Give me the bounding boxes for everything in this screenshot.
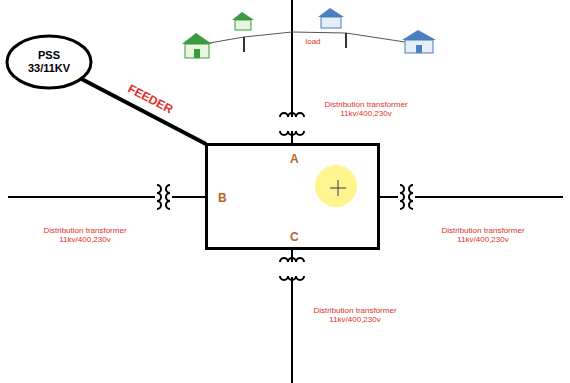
house	[318, 8, 344, 28]
lateral-line	[291, 131, 293, 143]
lateral-line	[291, 277, 293, 383]
distribution-ring: A B C	[205, 143, 380, 250]
lateral-line	[172, 196, 205, 198]
substation-ellipse: PSS 33/11KV	[5, 34, 93, 90]
substation-name: PSS 33/11KV	[25, 49, 73, 75]
transformer-label: Distribution transformer 11kv/400,230v	[316, 100, 416, 118]
section-letter: C	[290, 230, 299, 244]
lateral-line	[291, 0, 293, 117]
lateral-line	[415, 196, 563, 198]
section-letter: A	[290, 152, 299, 166]
feeder-label: FEEDER	[125, 81, 175, 116]
transformer-coil	[400, 185, 404, 209]
transformer-coil	[157, 185, 161, 209]
lv-line	[192, 32, 418, 46]
transformer-label: Distribution transformer 11kv/400,230v	[30, 226, 140, 244]
transformer-coil	[409, 185, 413, 209]
pole	[345, 33, 347, 48]
load-label: load	[298, 37, 328, 46]
transformer-coil	[280, 276, 304, 280]
transformer-label: Distribution transformer 11kv/400,230v	[300, 306, 410, 324]
ellipse-shape	[7, 36, 91, 88]
transformer-coil	[166, 185, 170, 209]
transformer-label: Distribution transformer 11kv/400,230v	[428, 226, 538, 244]
transformer-coil	[280, 131, 304, 135]
section-letter: B	[218, 191, 227, 205]
lateral-line	[380, 196, 398, 198]
move-cursor	[330, 180, 346, 196]
house	[182, 33, 212, 58]
cursor-highlight	[315, 165, 357, 207]
feeder-line	[81, 79, 206, 144]
transformer-coil	[280, 113, 304, 117]
transformer-coil	[280, 258, 304, 262]
house	[402, 30, 436, 53]
pole	[243, 37, 245, 52]
lateral-line	[8, 196, 155, 198]
lateral-line	[291, 250, 293, 262]
house	[232, 12, 254, 30]
